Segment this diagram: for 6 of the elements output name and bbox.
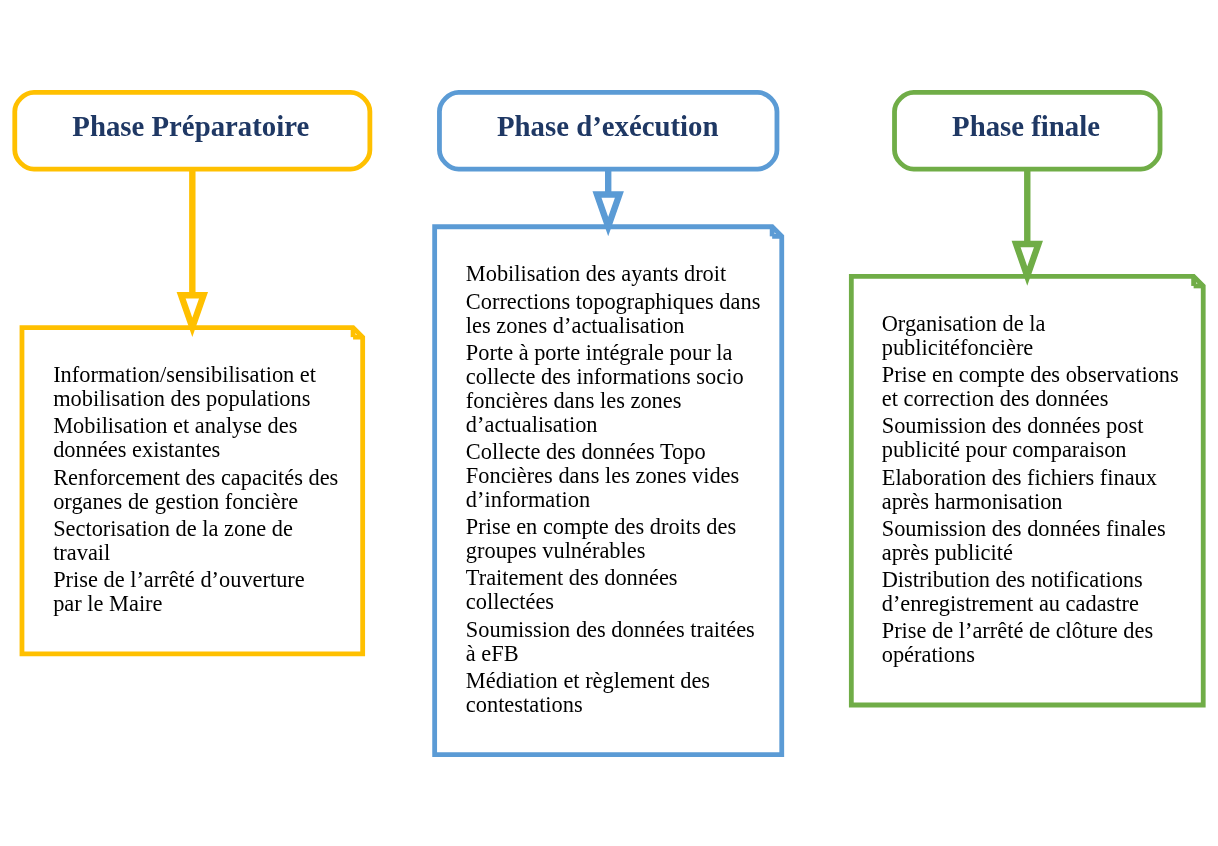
arrow <box>176 168 209 337</box>
node-box: Phase Préparatoire <box>12 89 373 172</box>
arrow <box>592 168 624 236</box>
node-box: Phase finale <box>892 89 1163 172</box>
node-box: Phase d’exécution <box>437 89 780 172</box>
arrow <box>1011 168 1043 286</box>
